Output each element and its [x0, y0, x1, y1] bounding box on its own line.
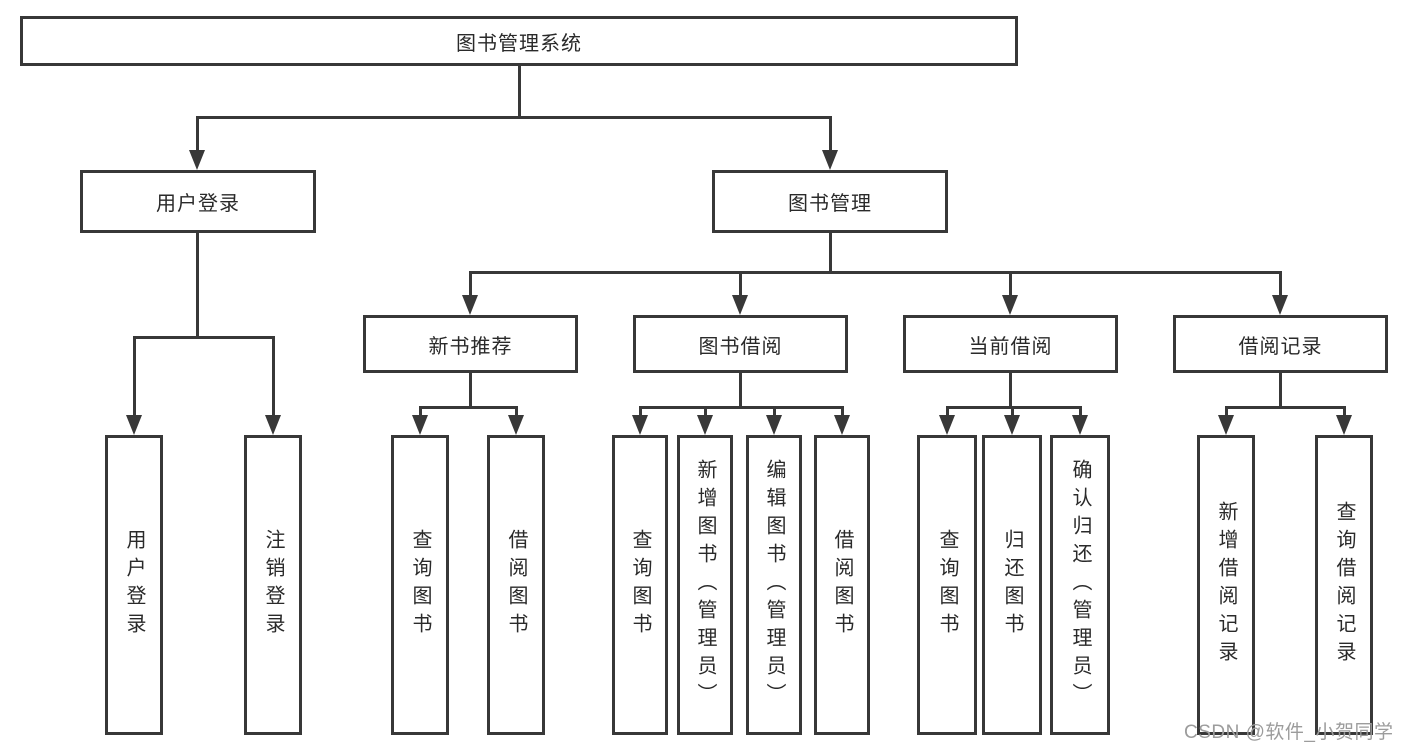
node-user-login-label: 用户登录	[156, 193, 240, 215]
node-book-borrow-label: 图书借阅	[698, 335, 783, 358]
arrow-down-icon	[189, 150, 205, 170]
arrow-down-icon	[834, 415, 850, 435]
connector-drop-br-add	[1224, 406, 1228, 416]
leaf-cb-confirm-return-admin: 确认归还（管理员）	[1050, 435, 1110, 735]
arrow-down-icon	[412, 415, 428, 435]
node-root: 图书管理系统	[20, 16, 1018, 66]
arrow-down-icon	[697, 415, 713, 435]
leaf-nbr-borrow-books: 借阅图书	[487, 435, 545, 735]
leaf-cb-return-books-label: 归还图书	[1001, 529, 1023, 641]
connector-drop-leaf-user-login	[132, 336, 136, 416]
leaf-bb-borrow-books-label: 借阅图书	[831, 529, 853, 641]
node-current-borrow-label: 当前借阅	[968, 335, 1053, 358]
leaf-logout: 注销登录	[244, 435, 302, 735]
connector-drop-leaf-logout	[271, 336, 275, 416]
leaf-cb-confirm-return-admin-label: 确认归还（管理员）	[1069, 459, 1091, 711]
leaf-bb-add-books-admin-label: 新增图书（管理员）	[694, 459, 716, 711]
arrow-down-icon	[766, 415, 782, 435]
connector-cb-stem	[1008, 373, 1012, 407]
node-book-management: 图书管理	[712, 170, 948, 233]
arrow-down-icon	[732, 295, 748, 315]
arrow-down-icon	[939, 415, 955, 435]
connector-level2-rail	[468, 271, 1282, 274]
leaf-user-login: 用户登录	[105, 435, 163, 735]
arrow-down-icon	[508, 415, 524, 435]
arrow-down-icon	[1336, 415, 1352, 435]
connector-drop-bb-add	[703, 406, 707, 416]
connector-level1-rail	[195, 116, 832, 119]
connector-book-management-stem	[828, 233, 832, 274]
connector-user-login-stem	[195, 233, 199, 336]
connector-drop-cb-search	[945, 406, 949, 416]
connector-drop-nbr-search	[418, 406, 422, 416]
connector-drop-bb-edit	[772, 406, 776, 416]
connector-cb-rail	[945, 406, 1082, 409]
node-new-book-recommend: 新书推荐	[363, 315, 578, 373]
arrow-down-icon	[1002, 295, 1018, 315]
leaf-bb-edit-books-admin-label: 编辑图书（管理员）	[763, 459, 785, 711]
leaf-bb-search-books-label: 查询图书	[629, 529, 651, 641]
connector-bb-stem	[738, 373, 742, 407]
connector-drop-nbr-borrow	[514, 406, 518, 416]
node-current-borrow: 当前借阅	[903, 315, 1118, 373]
connector-nbr-stem	[468, 373, 472, 407]
node-user-login: 用户登录	[80, 170, 316, 233]
csdn-watermark: CSDN @软件_小贺同学	[1184, 722, 1394, 743]
leaf-bb-borrow-books: 借阅图书	[814, 435, 870, 735]
arrow-down-icon	[1272, 295, 1288, 315]
arrow-down-icon	[462, 295, 478, 315]
connector-br-rail	[1224, 406, 1346, 409]
connector-drop-book-management	[828, 116, 832, 151]
connector-drop-bb-borrow	[840, 406, 844, 416]
connector-nbr-rail	[418, 406, 518, 409]
arrow-down-icon	[1004, 415, 1020, 435]
leaf-br-add-record-label: 新增借阅记录	[1215, 501, 1237, 669]
connector-drop-book-borrow	[738, 271, 742, 296]
node-book-borrow: 图书借阅	[633, 315, 848, 373]
connector-drop-br-search	[1342, 406, 1346, 416]
leaf-bb-search-books: 查询图书	[612, 435, 668, 735]
node-root-label: 图书管理系统	[456, 32, 582, 55]
leaf-br-search-record: 查询借阅记录	[1315, 435, 1373, 735]
connector-br-stem	[1278, 373, 1282, 407]
connector-drop-bb-search	[638, 406, 642, 416]
connector-drop-cb-confirm	[1078, 406, 1082, 416]
arrow-down-icon	[1218, 415, 1234, 435]
leaf-nbr-search-books-label: 查询图书	[409, 529, 431, 641]
connector-user-login-rail	[132, 336, 275, 339]
arrow-down-icon	[265, 415, 281, 435]
connector-root-stem	[518, 65, 521, 118]
arrow-down-icon	[1072, 415, 1088, 435]
leaf-cb-search-books: 查询图书	[917, 435, 977, 735]
leaf-br-search-record-label: 查询借阅记录	[1333, 501, 1355, 669]
leaf-cb-return-books: 归还图书	[982, 435, 1042, 735]
leaf-bb-add-books-admin: 新增图书（管理员）	[677, 435, 733, 735]
leaf-nbr-borrow-books-label: 借阅图书	[505, 529, 527, 641]
connector-drop-cb-return	[1010, 406, 1014, 416]
leaf-nbr-search-books: 查询图书	[391, 435, 449, 735]
connector-drop-user-login	[195, 116, 199, 151]
node-new-book-recommend-label: 新书推荐	[428, 335, 513, 358]
connector-drop-new-book-recommend	[468, 271, 472, 296]
arrow-down-icon	[126, 415, 142, 435]
leaf-br-add-record: 新增借阅记录	[1197, 435, 1255, 735]
connector-bb-rail	[638, 406, 844, 409]
leaf-user-login-label: 用户登录	[123, 529, 145, 641]
node-book-management-label: 图书管理	[788, 193, 872, 215]
connector-drop-current-borrow	[1008, 271, 1012, 296]
leaf-bb-edit-books-admin: 编辑图书（管理员）	[746, 435, 802, 735]
arrow-down-icon	[822, 150, 838, 170]
arrow-down-icon	[632, 415, 648, 435]
leaf-cb-search-books-label: 查询图书	[936, 529, 958, 641]
node-borrow-record-label: 借阅记录	[1238, 335, 1323, 358]
node-borrow-record: 借阅记录	[1173, 315, 1388, 373]
leaf-logout-label: 注销登录	[262, 529, 284, 641]
connector-drop-borrow-record	[1278, 271, 1282, 296]
